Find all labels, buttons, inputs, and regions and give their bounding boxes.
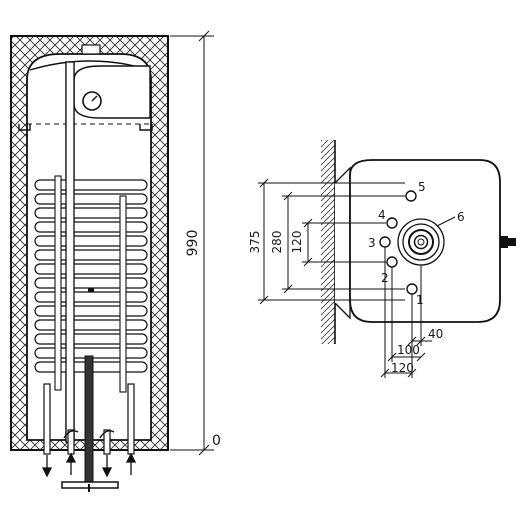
inspection-flange-icon xyxy=(397,218,445,266)
tank-section xyxy=(10,35,169,492)
label-6: 6 xyxy=(457,210,465,224)
height-label: 990 xyxy=(185,230,201,257)
dim-100-label: 100 xyxy=(397,343,420,357)
connection-ports xyxy=(379,190,418,295)
height-dimension xyxy=(170,30,214,456)
dim-40-label: 40 xyxy=(428,327,443,341)
port-3 xyxy=(379,236,391,248)
label-5: 5 xyxy=(418,180,426,194)
port-2 xyxy=(386,256,398,268)
wall-section xyxy=(321,140,336,344)
leader-6 xyxy=(436,216,456,227)
flange-housing xyxy=(73,65,151,119)
wall-hatch xyxy=(321,140,335,344)
dim-120-horizontal-label: 120 xyxy=(391,361,414,375)
base-label: 0 xyxy=(212,433,221,449)
label-4: 4 xyxy=(378,208,386,222)
port-4 xyxy=(386,217,398,229)
bottom-connections xyxy=(43,383,135,455)
label-2: 2 xyxy=(381,271,389,285)
label-3: 3 xyxy=(368,236,376,250)
dim-280-label: 280 xyxy=(270,231,284,254)
central-drain-tube xyxy=(84,355,94,485)
flow-arrows xyxy=(41,452,137,478)
horizontal-dimensions xyxy=(380,247,432,378)
port-5 xyxy=(405,190,417,202)
dim-120-vertical-label: 120 xyxy=(290,231,304,254)
wall-bracket xyxy=(334,166,351,320)
heating-coil xyxy=(34,179,148,373)
label-1: 1 xyxy=(416,293,424,307)
dim-375-label: 375 xyxy=(248,231,262,254)
top-fitting xyxy=(81,44,101,55)
connection-numbers: 1 2 3 4 5 6 xyxy=(368,180,465,307)
side-handle xyxy=(500,236,508,248)
